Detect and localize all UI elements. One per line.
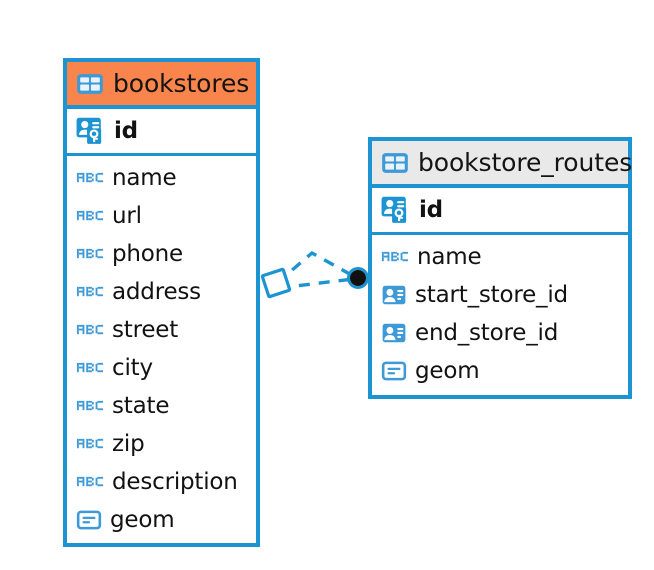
field-row-name[interactable]: name: [67, 159, 256, 197]
abc-text-icon: [76, 320, 104, 340]
foreign-key-icon: [381, 320, 407, 346]
field-row-url[interactable]: url: [67, 197, 256, 235]
field-row-bookstores-id[interactable]: id: [67, 109, 256, 156]
abc-text-icon: [76, 358, 104, 378]
field-row-phone[interactable]: phone: [67, 235, 256, 273]
entity-title-bookstores: bookstores: [113, 69, 250, 98]
abc-text-icon: [76, 396, 104, 416]
geometry-icon: [76, 507, 102, 533]
field-row-geom[interactable]: geom: [372, 352, 628, 390]
field-label: name: [112, 165, 177, 191]
field-label: phone: [112, 241, 183, 267]
field-row-bookstore-routes-id[interactable]: id: [372, 188, 628, 235]
field-row-street[interactable]: street: [67, 311, 256, 349]
field-row-description[interactable]: description: [67, 463, 256, 501]
key-field-icon: [381, 195, 411, 225]
field-label: url: [112, 203, 142, 229]
field-list-bookstore-routes: name start_store_id: [372, 235, 628, 390]
abc-text-icon: [381, 247, 409, 267]
field-label: state: [112, 393, 170, 419]
foreign-key-icon: [381, 282, 407, 308]
field-row-address[interactable]: address: [67, 273, 256, 311]
field-label: name: [417, 244, 482, 270]
field-row-end-store-id[interactable]: end_store_id: [372, 314, 628, 352]
diamond-marker-icon: [260, 267, 292, 299]
field-row-name[interactable]: name: [372, 238, 628, 276]
relationship-line-start-store-id: [278, 277, 354, 290]
filled-circle-marker-icon: [347, 267, 369, 289]
entity-header-bookstores[interactable]: bookstores: [67, 62, 256, 109]
field-label: address: [112, 279, 201, 305]
abc-text-icon: [76, 434, 104, 454]
relationship-line-end-store-id: [275, 250, 356, 285]
field-label-bookstores-id: id: [114, 118, 138, 144]
field-label: street: [112, 317, 179, 343]
field-label: end_store_id: [415, 320, 559, 346]
field-label: zip: [112, 431, 145, 457]
abc-text-icon: [76, 282, 104, 302]
table-icon: [381, 149, 409, 177]
abc-text-icon: [76, 168, 104, 188]
abc-text-icon: [76, 244, 104, 264]
field-list-bookstores: name u: [67, 156, 256, 539]
abc-text-icon: [76, 472, 104, 492]
field-row-geom[interactable]: geom: [67, 501, 256, 539]
field-label-bookstore-routes-id: id: [419, 197, 443, 223]
entity-header-bookstore-routes[interactable]: bookstore_routes: [372, 141, 632, 188]
field-label: geom: [415, 358, 480, 384]
geometry-icon: [381, 358, 407, 384]
key-field-icon: [76, 116, 106, 146]
field-row-city[interactable]: city: [67, 349, 256, 387]
field-row-zip[interactable]: zip: [67, 425, 256, 463]
table-icon: [76, 70, 104, 98]
field-label: start_store_id: [415, 282, 568, 308]
entity-bookstore-routes[interactable]: bookstore_routes id: [368, 137, 632, 399]
abc-text-icon: [76, 206, 104, 226]
field-label: geom: [110, 507, 175, 533]
entity-title-bookstore-routes: bookstore_routes: [418, 148, 633, 177]
field-row-state[interactable]: state: [67, 387, 256, 425]
field-label: description: [112, 469, 238, 495]
field-row-start-store-id[interactable]: start_store_id: [372, 276, 628, 314]
entity-bookstores[interactable]: bookstores id: [63, 58, 260, 547]
field-label: city: [112, 355, 153, 381]
